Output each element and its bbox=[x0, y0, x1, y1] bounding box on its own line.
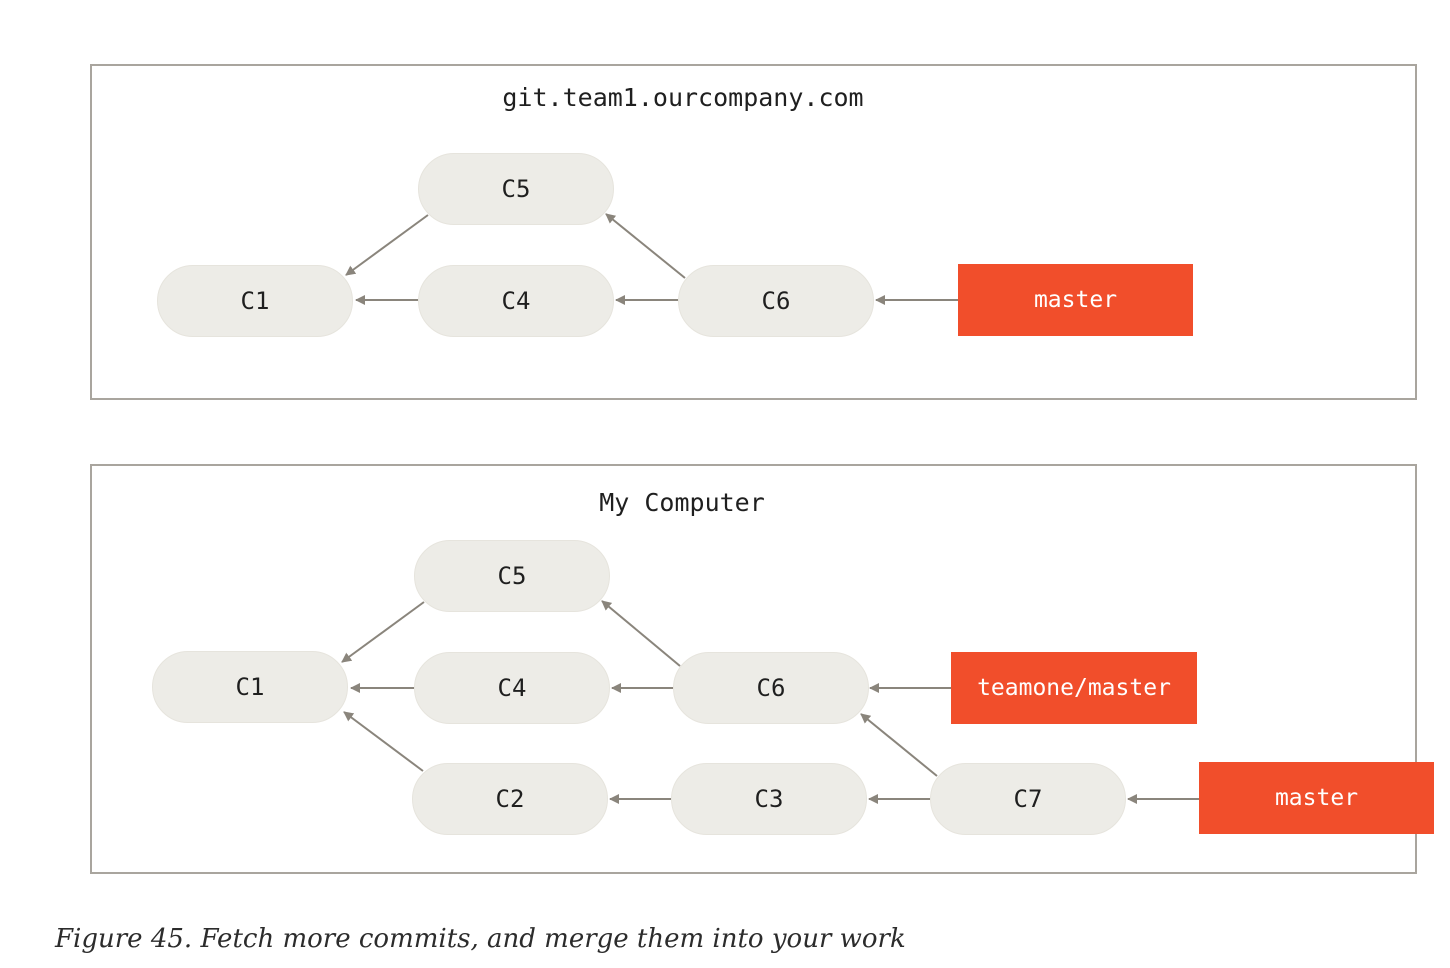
remote-panel-title: git.team1.ourcompany.com bbox=[502, 83, 864, 112]
local-commit-c2: C2 bbox=[412, 763, 608, 835]
local-commit-c5: C5 bbox=[414, 540, 610, 612]
remote-commit-c6: C6 bbox=[678, 265, 874, 337]
local-commit-c1: C1 bbox=[152, 651, 348, 723]
remote-commit-c4: C4 bbox=[418, 265, 614, 337]
remote-commit-c5: C5 bbox=[418, 153, 614, 225]
remote-commit-c1: C1 bbox=[157, 265, 353, 337]
local-commit-c6: C6 bbox=[673, 652, 869, 724]
local-branch-master: master bbox=[1199, 762, 1434, 834]
figure-caption: Figure 45. Fetch more commits, and merge… bbox=[55, 924, 906, 954]
local-commit-c3: C3 bbox=[671, 763, 867, 835]
local-panel-title: My Computer bbox=[599, 488, 765, 517]
local-commit-c4: C4 bbox=[414, 652, 610, 724]
local-branch-teamone-master: teamone/master bbox=[951, 652, 1197, 724]
local-commit-c7: C7 bbox=[930, 763, 1126, 835]
remote-branch-master: master bbox=[958, 264, 1193, 336]
remote-repo-panel bbox=[90, 64, 1417, 400]
